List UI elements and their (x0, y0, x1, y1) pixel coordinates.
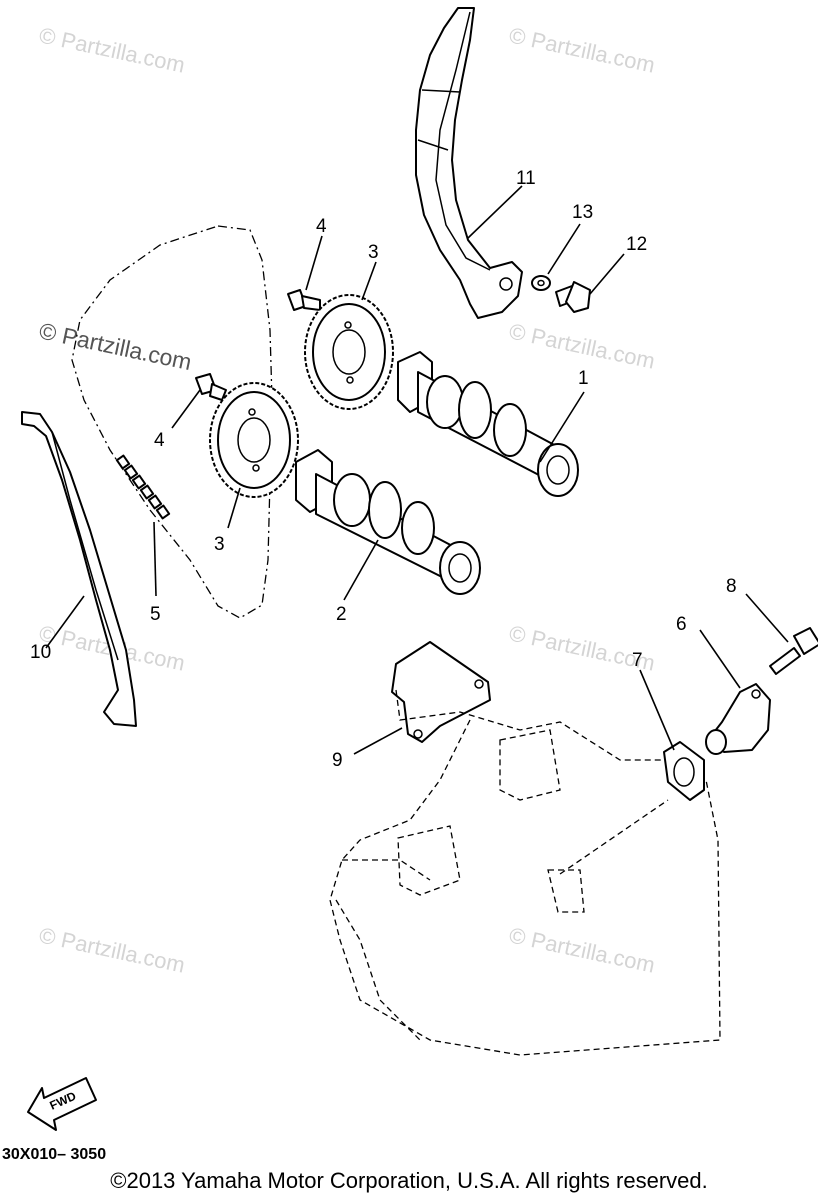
watermark: © Partzilla.com (37, 317, 194, 375)
camshaft-part2 (295, 449, 481, 595)
watermark: © Partzilla.com (507, 318, 657, 373)
callout-2: 2 (336, 604, 347, 625)
callout-3-lower: 3 (214, 534, 225, 555)
gasket-part7 (663, 741, 705, 801)
watermark: © Partzilla.com (507, 22, 657, 77)
cylinder-head (329, 689, 721, 1056)
callout-4-upper: 4 (316, 216, 327, 237)
callout-6: 6 (676, 614, 687, 635)
callout-7: 7 (632, 650, 643, 671)
camshaft-part1 (397, 351, 579, 497)
bolt-part4-upper (287, 289, 321, 311)
chain-guide-lower (21, 411, 137, 727)
callout-3-upper: 3 (368, 242, 379, 263)
timing-chain-part5 (71, 225, 273, 619)
callout-13: 13 (572, 202, 593, 223)
cam-sprocket-upper (304, 294, 394, 410)
copyright-notice: ©2013 Yamaha Motor Corporation, U.S.A. A… (110, 1168, 708, 1193)
callout-12: 12 (626, 234, 647, 255)
cam-chain-tensioner-part6 (705, 683, 771, 755)
chain-guide-upper (415, 7, 523, 319)
callout-11: 11 (516, 168, 536, 189)
watermark: © Partzilla.com (507, 922, 657, 977)
watermark: © Partzilla.com (37, 22, 187, 77)
callout-4-lower: 4 (154, 430, 165, 451)
bolt-part12 (555, 281, 591, 313)
callout-1: 1 (578, 368, 589, 389)
cam-sprocket-lower (209, 382, 299, 498)
washer-part13 (531, 275, 551, 291)
watermark: © Partzilla.com (37, 922, 187, 977)
callout-5: 5 (150, 604, 161, 625)
cover-part9 (391, 641, 491, 743)
callout-8: 8 (726, 576, 737, 597)
bolt-part8 (769, 627, 818, 675)
callout-10: 10 (30, 642, 51, 663)
leader-lines (45, 185, 789, 755)
diagram-code: 30X010– 3050 (2, 1146, 107, 1163)
fwd-arrow-icon: FWD (27, 1077, 97, 1131)
callout-9: 9 (332, 750, 343, 771)
bolt-part4-lower (195, 373, 227, 401)
